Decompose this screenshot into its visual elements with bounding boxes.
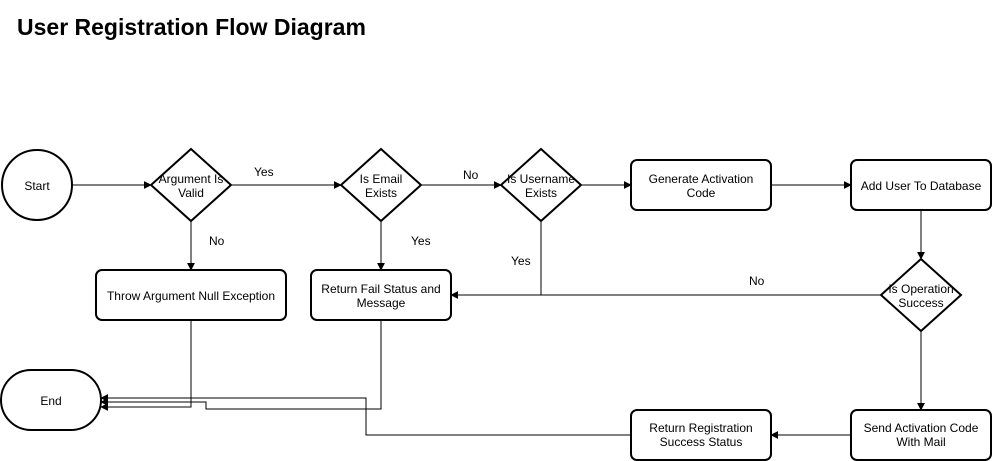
- process-label-line-2: With Mail: [896, 435, 945, 449]
- process-label-line-2: Code: [687, 186, 716, 200]
- process-box: [630, 159, 772, 211]
- decision-label-line-2: Valid: [178, 186, 204, 200]
- edge-labels: Yes No No Yes Yes No: [209, 165, 765, 288]
- decision-operation-success: Is Operation Success: [879, 257, 963, 333]
- edge-label-no: No: [463, 168, 479, 182]
- decision-label-line-2: Exists: [525, 186, 557, 200]
- process-box: [95, 269, 287, 321]
- process-generate-activation-code: Generate Activation Code: [630, 159, 772, 211]
- process-box: [310, 269, 452, 321]
- process-label-line-2: Success Status: [660, 435, 743, 449]
- decision-argument-valid: Argument Is Valid: [149, 147, 233, 223]
- process-label-line-1: Send Activation Code: [864, 421, 979, 435]
- decision-label-line-1: Is Operation: [888, 282, 953, 296]
- process-throw-argument-null-exception: Throw Argument Null Exception: [95, 269, 287, 321]
- decision-diamond: [339, 147, 423, 223]
- decision-username-exists: Is Username Exists: [499, 147, 583, 223]
- process-box: [850, 159, 992, 211]
- decision-label-line-2: Success: [898, 296, 943, 310]
- process-label-line-1: Generate Activation: [649, 172, 754, 186]
- start-circle: [1, 149, 73, 221]
- process-return-registration-success: Return Registration Success Status: [630, 409, 772, 461]
- edges: [73, 181, 925, 439]
- decision-diamond: [879, 257, 963, 333]
- edge-exception-to-end: [100, 321, 192, 411]
- decision-diamond: [149, 147, 233, 223]
- edge-label-no: No: [209, 234, 225, 248]
- process-label: Add User To Database: [861, 179, 982, 193]
- edge-label-yes: Yes: [411, 234, 431, 248]
- process-label-line-1: Return Fail Status and: [321, 282, 440, 296]
- process-box: [630, 409, 772, 461]
- end-terminator: [0, 369, 102, 431]
- end-label: End: [40, 394, 61, 408]
- edge-label-no: No: [749, 274, 765, 288]
- decision-label-line-1: Is Username: [507, 172, 575, 186]
- edge-return-fail-to-end: [100, 321, 382, 410]
- decision-label-line-1: Is Email: [360, 172, 403, 186]
- edge-label-yes: Yes: [254, 165, 274, 179]
- start-label: Start: [24, 179, 50, 193]
- decision-email-exists: Is Email Exists: [339, 147, 423, 223]
- process-label: Throw Argument Null Exception: [107, 289, 275, 303]
- process-send-activation-code: Send Activation Code With Mail: [850, 409, 992, 461]
- decision-label-line-2: Exists: [365, 186, 397, 200]
- end-node: End: [0, 369, 102, 431]
- decision-diamond: [499, 147, 583, 223]
- process-label-line-2: Message: [357, 296, 406, 310]
- edge-return-success-to-end: [100, 394, 631, 436]
- process-return-fail-status: Return Fail Status and Message: [310, 269, 452, 321]
- process-box: [850, 409, 992, 461]
- page-title: User Registration Flow Diagram: [17, 14, 366, 40]
- process-label-line-1: Return Registration: [649, 421, 752, 435]
- process-add-user-to-database: Add User To Database: [850, 159, 992, 211]
- start-node: Start: [1, 149, 73, 221]
- decision-label-line-1: Argument Is: [159, 172, 224, 186]
- edge-label-yes: Yes: [511, 254, 531, 268]
